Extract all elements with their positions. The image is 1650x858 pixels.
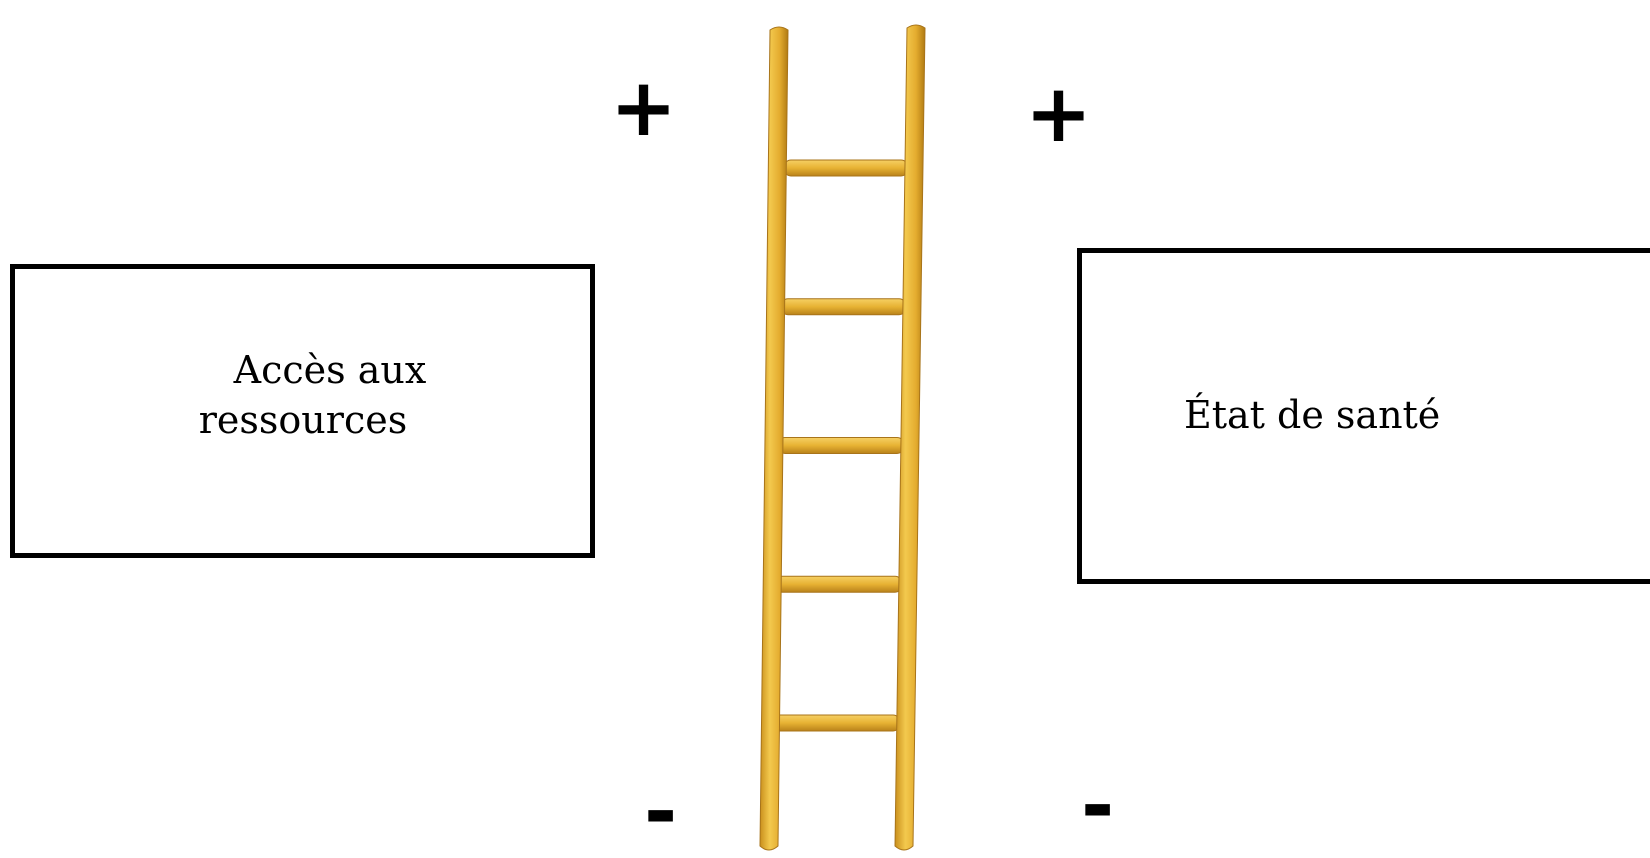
ladder-rung (784, 160, 908, 176)
resource-access-label: Accès aux ressources (15, 345, 615, 445)
resource-access-line-1: Accès aux (45, 345, 615, 395)
minus-sign-left: - (644, 772, 677, 852)
resource-access-box: Accès aux ressources (10, 264, 595, 558)
plus-sign-right: + (1025, 74, 1092, 154)
ladder-rungs (772, 160, 908, 731)
ladder-rung (772, 715, 900, 731)
ladder-rung (781, 299, 906, 315)
ladder-icon (740, 20, 940, 854)
minus-sign-right: - (1081, 766, 1114, 846)
health-status-label: État de santé (1184, 390, 1440, 440)
resource-access-line-2: ressources (0, 395, 615, 445)
plus-sign-left: + (610, 68, 677, 148)
ladder-rung (775, 576, 902, 592)
health-status-box: État de santé (1077, 248, 1650, 584)
ladder-rung (778, 438, 904, 454)
